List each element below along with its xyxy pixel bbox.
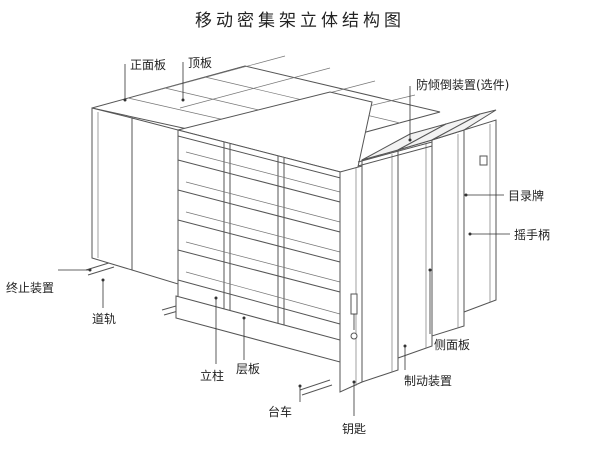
diagram-title: 移动密集架立体结构图 bbox=[195, 11, 405, 31]
label-carriage: 台车 bbox=[268, 405, 293, 419]
label-front-panel: 正面板 bbox=[130, 58, 167, 72]
label-shelf: 层板 bbox=[236, 362, 261, 376]
label-end-stop: 终止装置 bbox=[6, 281, 55, 295]
label-brake-device: 制动装置 bbox=[404, 374, 453, 388]
label-track: 道轨 bbox=[92, 312, 117, 326]
label-anti-tip-device: 防倾倒装置(选件) bbox=[416, 78, 510, 92]
label-hand-crank: 摇手柄 bbox=[514, 228, 551, 242]
open-shelf-unit bbox=[175, 91, 373, 393]
label-key: 钥匙 bbox=[342, 422, 367, 436]
label-column: 立柱 bbox=[200, 369, 225, 383]
label-top-panel: 顶板 bbox=[188, 56, 213, 70]
label-catalog-card: 目录牌 bbox=[508, 189, 545, 203]
mobile-cabinets bbox=[357, 109, 497, 383]
label-side-panel: 侧面板 bbox=[434, 338, 471, 352]
leader-lines bbox=[58, 62, 510, 416]
